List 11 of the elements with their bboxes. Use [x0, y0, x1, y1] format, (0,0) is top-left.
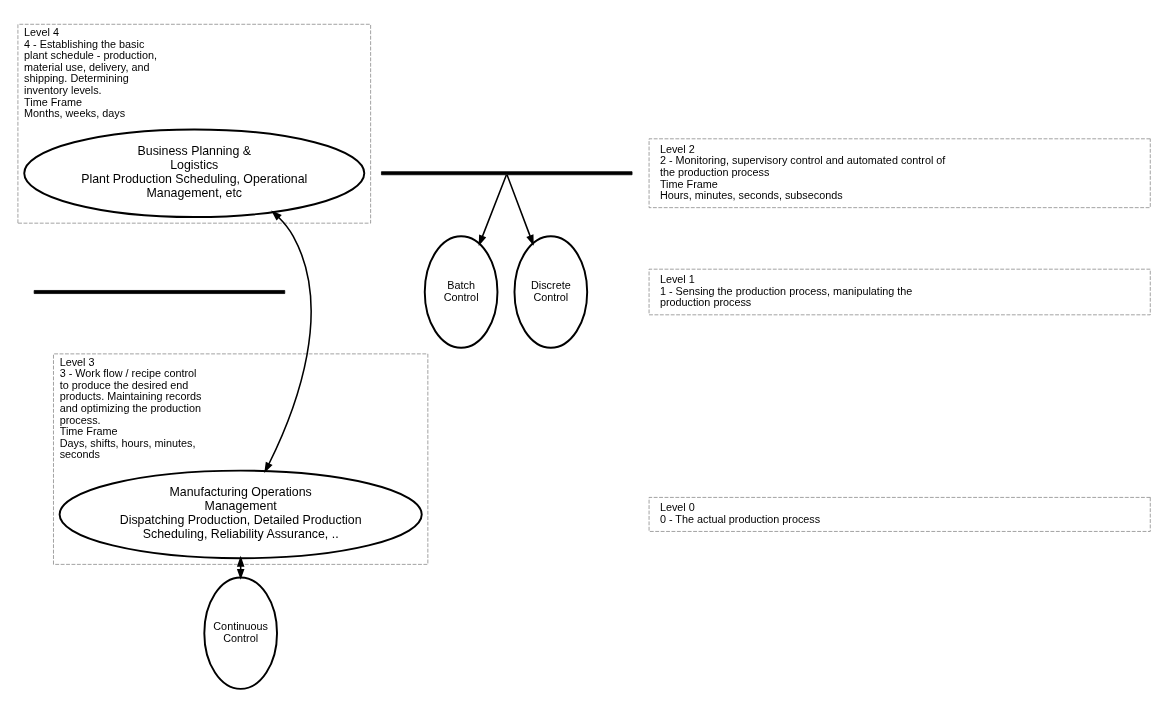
node-ellipse: Business Planning & Logistics Plant Production Scheduling, Operational Management, etc — [23, 128, 366, 218]
node-box: Level 0 0 - The actual production process — [648, 497, 1151, 532]
node-bar — [381, 171, 633, 176]
arrow — [478, 174, 508, 247]
node-ellipse: Continuous Control — [203, 576, 278, 690]
node-box: Level 2 2 - Monitoring, supervisory control and automated control of the production process Time Frame Hours, minutes, seconds, subseconds — [648, 138, 1151, 209]
arrow — [506, 174, 534, 246]
node-box: Level 1 1 - Sensing the production process, manipulating the production process — [648, 268, 1151, 316]
node-bar — [33, 290, 286, 294]
arrow — [264, 210, 312, 474]
node-ellipse: Manufacturing Operations Management Dispatching Production, Detailed Production Scheduling, Reliability Assurance, .. — [58, 469, 423, 560]
